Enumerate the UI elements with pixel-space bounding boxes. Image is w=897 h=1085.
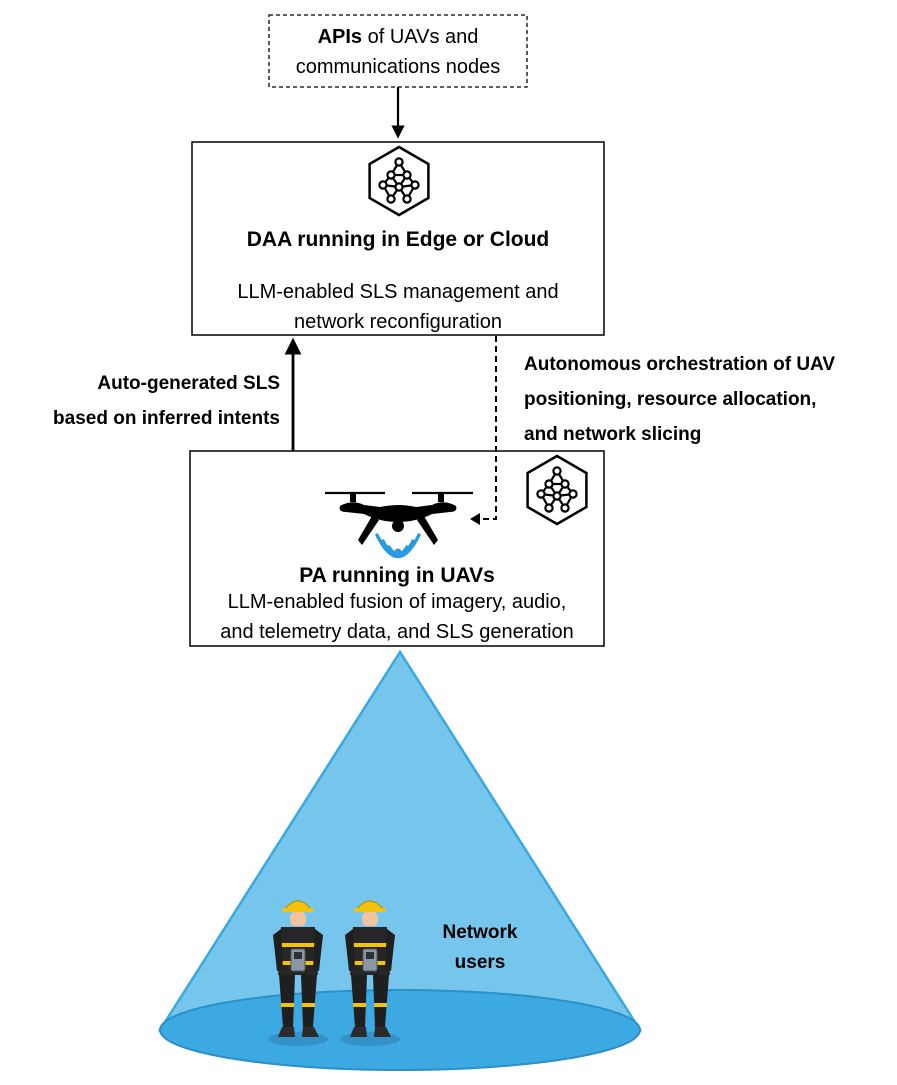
down-arrow-label: Autonomous orchestration of UAV position…	[524, 354, 836, 445]
api-box	[268, 14, 528, 88]
daa-box	[191, 141, 605, 336]
pa-title: PA running in UAVs	[299, 564, 495, 587]
daa-description: LLM-enabled SLS management and network r…	[237, 281, 559, 333]
network-users-label: Network users	[442, 922, 518, 973]
daa-to-pa-arrowhead	[470, 513, 480, 525]
coverage-cone	[157, 649, 643, 1071]
daa-title: DAA running in Edge or Cloud	[246, 228, 550, 251]
drone-icon	[325, 491, 473, 545]
up-arrow-label: Auto-generated SLS based on inferred int…	[53, 373, 280, 429]
pa-description: LLM-enabled fusion of imagery, audio, an…	[220, 591, 574, 643]
daa-to-pa-dashed-arrow	[478, 336, 497, 520]
signal-waves-icon	[375, 533, 421, 558]
api-box-label: APIs of UAVs and communications nodes	[295, 26, 501, 78]
